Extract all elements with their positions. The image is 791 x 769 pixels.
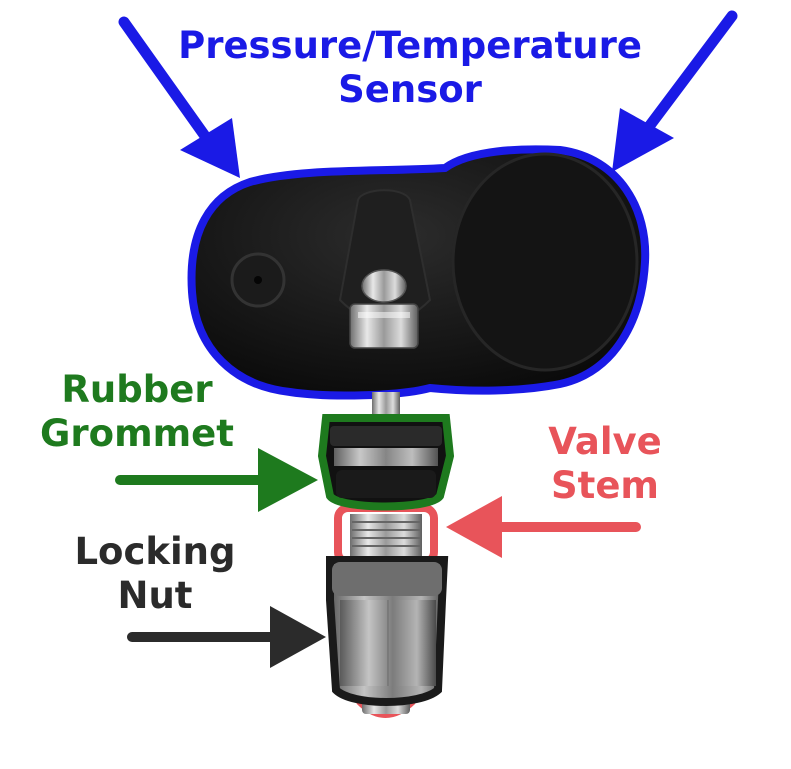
sensor-arrow-left <box>118 16 240 178</box>
nut-arrow <box>127 606 326 668</box>
sensor-body <box>187 145 650 400</box>
grommet-label-line2: Grommet <box>40 411 234 455</box>
valve-label-line2: Stem <box>551 463 659 507</box>
grommet-arrow <box>115 448 318 512</box>
sensor-label-line2: Sensor <box>338 67 482 111</box>
grommet-label: Rubber Grommet <box>22 368 252 455</box>
sensor-label-line1: Pressure/Temperature <box>178 24 642 67</box>
grommet-label-line1: Rubber <box>61 368 213 411</box>
valve-arrow <box>446 496 641 558</box>
sensor-label: Pressure/Temperature Sensor <box>170 24 650 111</box>
valve-label-line1: Valve <box>548 420 662 463</box>
nut-label-line2: Nut <box>117 573 193 617</box>
nut-label-line1: Locking <box>74 530 236 573</box>
valve-label: Valve Stem <box>530 420 680 507</box>
nut-label: Locking Nut <box>55 530 255 617</box>
locking-nut <box>326 556 449 706</box>
sensor-arrow-right <box>612 10 738 172</box>
rubber-grommet <box>317 414 455 511</box>
